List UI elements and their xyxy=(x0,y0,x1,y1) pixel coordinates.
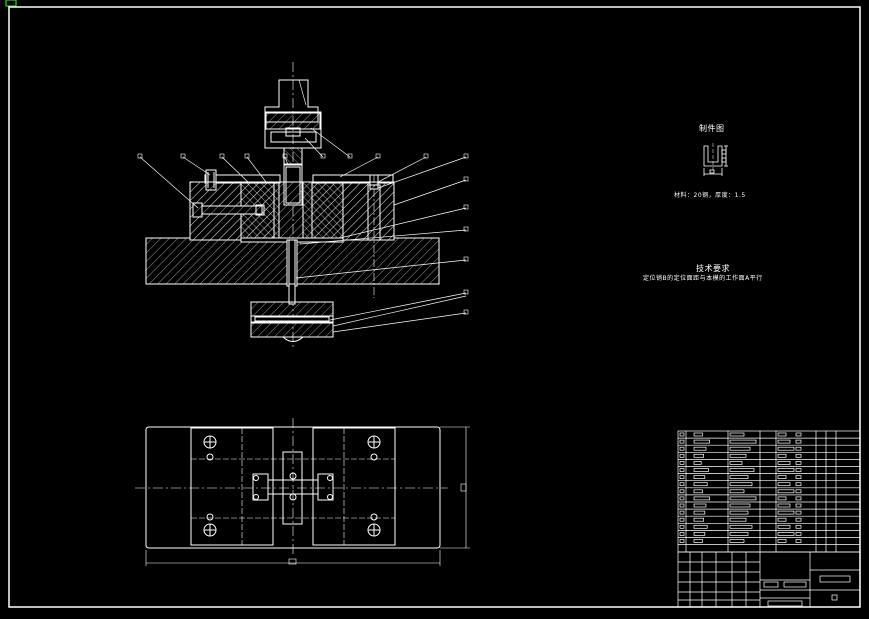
bom-cell-text xyxy=(693,475,706,479)
bom-cell-text xyxy=(777,510,795,515)
bom-cell-text xyxy=(679,446,685,451)
bom-cell-text xyxy=(777,496,787,501)
bom-cell-text xyxy=(777,517,787,522)
bom-cell-text xyxy=(777,482,791,487)
bom-cell-text xyxy=(795,482,802,487)
bom-cell-text xyxy=(795,439,802,444)
bom-cell-text xyxy=(693,532,706,536)
bom-cell-text xyxy=(693,453,704,458)
bom-cell-text xyxy=(777,446,795,451)
bom-cell-text xyxy=(777,503,791,508)
bom-cell-text xyxy=(729,439,757,444)
bom-cell-text xyxy=(693,539,703,543)
bom-cell-text xyxy=(729,432,745,437)
bom-cell-text xyxy=(729,482,753,487)
bom-cell-text xyxy=(693,489,703,494)
bom-cell-text xyxy=(729,489,745,494)
bom-cell-text xyxy=(693,517,704,522)
bom-cell-text xyxy=(795,475,802,479)
bom-cell-text xyxy=(777,539,787,543)
bom-cell-text xyxy=(729,524,753,529)
bom-cell-text xyxy=(679,489,685,494)
bom-cell-text xyxy=(729,503,751,508)
bom-cell-text xyxy=(693,482,708,487)
bom-cell-text xyxy=(729,496,757,501)
bom-cell-text xyxy=(795,432,802,437)
technical-requirements-heading: 技术要求 xyxy=(696,264,730,273)
bom-cell-text xyxy=(679,496,685,501)
bom-cell-text xyxy=(777,524,791,529)
bill-of-materials xyxy=(677,430,861,553)
bom-cell-text xyxy=(729,517,747,522)
bom-cell-text xyxy=(679,453,685,458)
bom-cell-text xyxy=(777,489,795,494)
bom-cell-text xyxy=(729,539,745,543)
bom-cell-text xyxy=(693,468,709,472)
title-block xyxy=(677,551,861,608)
bom-cell-text xyxy=(795,496,802,501)
bom-cell-text xyxy=(693,432,703,437)
bom-cell-text xyxy=(795,532,802,536)
bom-cell-text xyxy=(795,503,802,508)
bom-cell-text xyxy=(777,461,791,465)
bom-cell-text xyxy=(679,432,685,437)
bom-cell-text xyxy=(795,539,802,543)
plan-view xyxy=(135,418,470,566)
part-material-note: 材料：20钢，厚度：1.5 xyxy=(674,192,746,199)
bom-cell-text xyxy=(679,517,685,522)
bom-cell-text xyxy=(679,539,685,543)
bom-cell-text xyxy=(693,510,706,515)
bom-cell-text xyxy=(729,446,751,451)
bom-cell-text xyxy=(693,439,710,444)
bom-cell-text xyxy=(795,468,802,472)
bom-cell-text xyxy=(777,439,791,444)
bom-cell-text xyxy=(679,468,685,472)
bom-cell-text xyxy=(795,489,802,494)
bom-cell-text xyxy=(679,503,685,508)
bom-cell-text xyxy=(729,475,749,479)
dimension-lines xyxy=(145,426,470,566)
bom-cell-text xyxy=(777,532,795,536)
bom-cell-text xyxy=(729,510,749,515)
bom-cell-text xyxy=(693,524,708,529)
bom-cell-text xyxy=(693,503,707,508)
bom-cell-text xyxy=(679,482,685,487)
leader-lines xyxy=(139,127,467,333)
section-view xyxy=(137,62,469,350)
part-drawing-sketch xyxy=(703,143,728,176)
drawing-frame xyxy=(5,0,861,608)
bom-cell-text xyxy=(693,496,710,501)
bom-cell-text xyxy=(679,439,685,444)
technical-requirement-line: 定位销B的定位面距与本模的工作面A平行 xyxy=(643,275,763,282)
bom-cell-text xyxy=(795,461,802,465)
bom-cell-text xyxy=(729,453,747,458)
bom-cell-text xyxy=(795,510,802,515)
punch-shank xyxy=(264,62,322,350)
bom-cell-text xyxy=(729,468,755,472)
leader-labels xyxy=(137,153,469,315)
bom-cell-text xyxy=(777,432,787,437)
bom-cell-text xyxy=(693,461,702,465)
part-drawing-title: 制件图 xyxy=(699,124,725,133)
bom-cell-text xyxy=(777,453,787,458)
die-base xyxy=(145,181,440,287)
bom-cell-text xyxy=(729,532,749,536)
bom-cell-text xyxy=(679,510,685,515)
bom-cell-text xyxy=(795,524,802,529)
bom-cell-text xyxy=(795,453,802,458)
bom-cell-text xyxy=(679,461,685,465)
lower-plates xyxy=(250,283,334,342)
bolt-holes xyxy=(203,435,381,537)
bom-cell-text xyxy=(679,475,685,479)
bom-cell-text xyxy=(777,468,795,472)
bom-cell-text xyxy=(679,532,685,536)
bom-cell-text xyxy=(777,475,787,479)
bom-cell-text xyxy=(679,524,685,529)
bom-cell-text xyxy=(795,517,802,522)
bom-cell-text xyxy=(729,461,743,465)
bom-cell-text xyxy=(693,446,707,451)
bom-cell-text xyxy=(795,446,802,451)
